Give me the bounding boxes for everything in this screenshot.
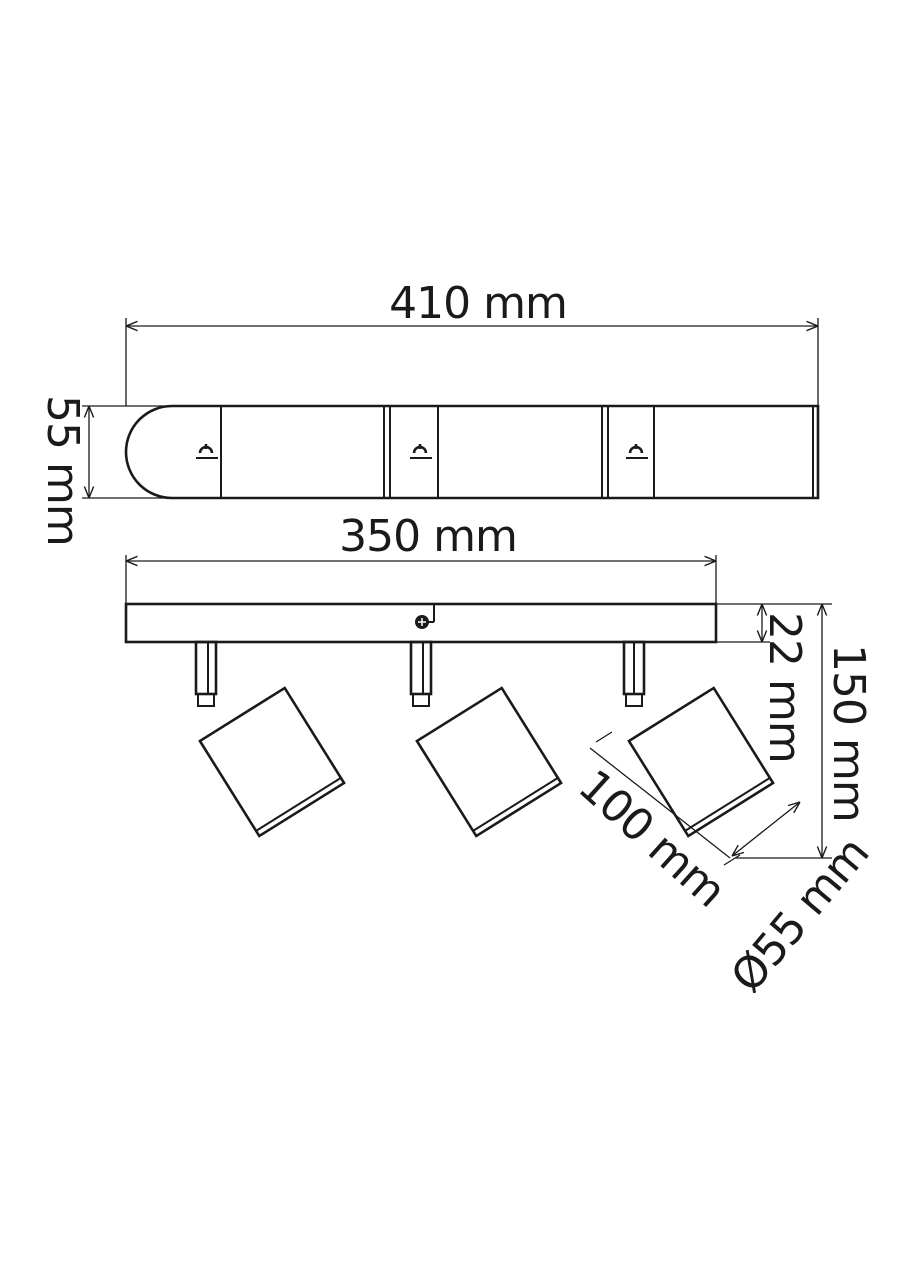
swivel-clip-icon xyxy=(410,444,432,459)
spot-length-tick xyxy=(723,854,741,866)
top-view: 410 mm 55 mm xyxy=(37,278,820,546)
spot-joint xyxy=(625,693,643,707)
spot-joint xyxy=(412,693,430,707)
spot-head xyxy=(415,686,563,838)
top-length-label: 410 mm xyxy=(389,278,567,329)
top-height-label: 55 mm xyxy=(37,395,88,546)
spot-head xyxy=(198,686,346,838)
spot-length-dimension-line xyxy=(589,747,731,859)
side-view: 350 mm 22 mm 150 mm xyxy=(124,511,879,1002)
spacer-height-label: 22 mm xyxy=(759,612,810,763)
spotlight-2 xyxy=(409,640,563,838)
side-length-label: 350 mm xyxy=(339,511,517,562)
swivel-clip-icon xyxy=(626,444,648,459)
spot-length-label: 100 mm xyxy=(569,760,735,917)
spotlight-1 xyxy=(194,640,346,838)
spot-diameter-label: Ø55 mm xyxy=(721,828,879,1002)
spot-length-tick xyxy=(595,731,613,743)
spot-stem xyxy=(409,640,433,696)
mounting-plate-outline xyxy=(124,404,820,500)
swivel-clip-icon xyxy=(196,444,218,459)
spot-joint xyxy=(197,693,215,707)
total-height-label: 150 mm xyxy=(823,644,874,822)
spot-diameter-dimension-line xyxy=(732,802,800,856)
spot-stem xyxy=(194,640,218,696)
screw-icon xyxy=(415,615,429,629)
